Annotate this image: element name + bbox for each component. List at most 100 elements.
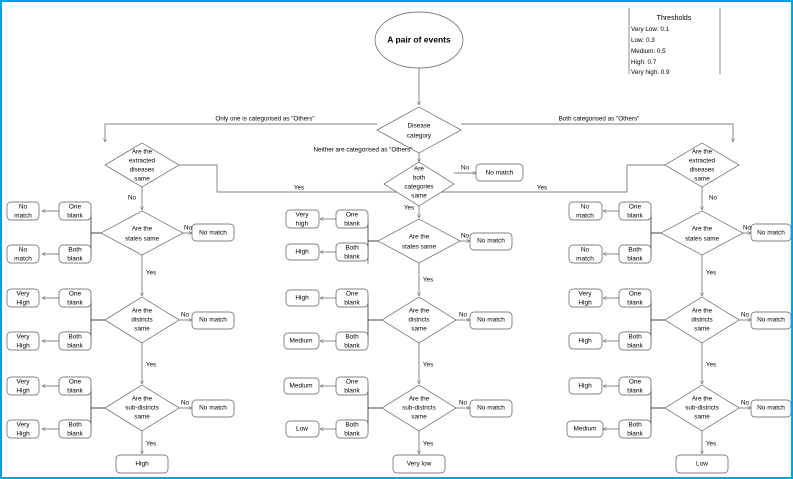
svg-text:No: No <box>461 233 470 240</box>
edge-label-right-no: No <box>709 195 718 202</box>
svg-text:districts: districts <box>408 317 429 324</box>
svg-text:High: High <box>16 343 30 350</box>
svg-text:Very: Very <box>16 379 30 386</box>
svg-text:High: High <box>295 295 309 302</box>
svg-text:extracted: extracted <box>689 158 715 165</box>
edge-label-neither-others: Neither are categorised as "Others" <box>314 147 413 154</box>
svg-text:Both: Both <box>628 422 642 429</box>
svg-text:One: One <box>346 379 359 386</box>
svg-text:High: High <box>578 300 592 307</box>
edge-left-yes <box>179 164 419 193</box>
svg-text:sub-districts: sub-districts <box>125 405 159 412</box>
svg-text:No: No <box>459 312 468 319</box>
svg-text:No match: No match <box>757 230 785 237</box>
threshold-low: Low: 0.3 <box>631 37 655 44</box>
svg-text:Both: Both <box>68 422 82 429</box>
svg-text:Both: Both <box>628 247 642 254</box>
svg-text:Both: Both <box>628 334 642 341</box>
svg-text:Low: Low <box>696 461 708 468</box>
svg-text:Are the: Are the <box>409 308 430 315</box>
svg-text:blank: blank <box>344 221 360 228</box>
box-right-subdistricts-both-blank: Both blank <box>618 419 652 439</box>
svg-text:One: One <box>629 204 642 211</box>
svg-text:Yes: Yes <box>423 277 433 284</box>
box-middle-districts-both-blank: Both blank <box>335 331 369 351</box>
svg-text:sub-districts: sub-districts <box>685 405 719 412</box>
box-left-states-both-blank: Both blank <box>58 244 92 264</box>
box-right-states-no-match: No match <box>750 223 791 242</box>
box-middle-states-one-blank-result: Very high <box>285 209 320 229</box>
box-left-states-one-blank-result: No match <box>6 201 40 221</box>
svg-text:No: No <box>181 400 190 407</box>
box-middle-subdistricts-no-match: No match <box>469 399 513 418</box>
svg-text:No: No <box>459 400 468 407</box>
svg-text:blank: blank <box>344 431 360 438</box>
box-right-final-result: Low <box>675 454 729 474</box>
box-right-states-one-blank-result: No match <box>568 201 603 221</box>
decision-left-districts-same: Are the districts same <box>104 296 180 344</box>
svg-text:Are the: Are the <box>132 226 153 233</box>
svg-text:High: High <box>16 431 30 438</box>
thresholds-legend: Thresholds Very Low: 0.1 Low: 0.3 Medium… <box>628 8 721 76</box>
box-right-subdistricts-one-blank: One blank <box>618 376 652 396</box>
decision-left-states-same: Are the states same <box>100 210 184 256</box>
svg-text:No match: No match <box>757 405 785 412</box>
svg-text:blank: blank <box>627 213 643 220</box>
svg-text:One: One <box>69 204 82 211</box>
svg-text:Are the: Are the <box>409 396 430 403</box>
svg-text:Very: Very <box>16 334 30 341</box>
box-middle-final-result: Very low <box>392 454 446 474</box>
svg-text:No: No <box>741 312 750 319</box>
svg-text:One: One <box>629 379 642 386</box>
box-left-subdistricts-one-blank: One blank <box>58 376 92 396</box>
threshold-high: High: 0.7 <box>631 59 657 66</box>
svg-text:No match: No match <box>477 317 505 324</box>
svg-text:One: One <box>629 291 642 298</box>
svg-text:High: High <box>135 461 149 468</box>
box-right-districts-both-blank-result: High <box>568 332 603 350</box>
svg-text:match: match <box>14 213 32 220</box>
svg-text:Very: Very <box>578 291 592 298</box>
box-middle-districts-no-match: No match <box>469 311 513 330</box>
decision-disease-category-line1: Disease <box>408 123 431 130</box>
svg-text:match: match <box>14 256 32 263</box>
svg-text:High: High <box>578 383 592 390</box>
svg-text:blank: blank <box>344 254 360 261</box>
svg-text:Yes: Yes <box>146 441 156 448</box>
svg-text:No: No <box>581 204 590 211</box>
box-middle-states-both-blank: Both blank <box>335 242 369 262</box>
svg-text:match: match <box>576 213 594 220</box>
box-left-districts-both-blank: Both blank <box>58 331 92 351</box>
svg-text:One: One <box>346 212 359 219</box>
svg-text:Both: Both <box>345 422 359 429</box>
svg-text:Yes: Yes <box>706 362 716 369</box>
svg-text:Are the: Are the <box>692 226 713 233</box>
box-left-districts-one-blank: One blank <box>58 288 92 308</box>
svg-text:Are the: Are the <box>132 308 153 315</box>
edge-right-yes <box>419 164 665 193</box>
svg-text:One: One <box>69 379 82 386</box>
svg-text:blank: blank <box>67 431 83 438</box>
box-left-states-both-blank-result: No match <box>6 244 40 264</box>
box-right-districts-no-match: No match <box>750 311 791 330</box>
svg-text:extracted: extracted <box>129 158 155 165</box>
svg-text:states same: states same <box>125 236 159 243</box>
edge-label-both-cat-no: No <box>461 165 470 172</box>
edge-disease-to-right <box>461 123 733 142</box>
edge-disease-to-left <box>105 123 377 142</box>
box-right-districts-one-blank-result: Very High <box>568 288 603 308</box>
svg-text:diseases: diseases <box>130 167 155 174</box>
svg-text:blank: blank <box>627 256 643 263</box>
box-left-states-one-blank: One blank <box>58 201 92 221</box>
svg-text:categories: categories <box>404 184 433 191</box>
svg-text:blank: blank <box>344 300 360 307</box>
svg-text:blank: blank <box>627 300 643 307</box>
svg-text:No: No <box>743 225 752 232</box>
threshold-medium: Medium: 0.5 <box>631 48 666 55</box>
svg-text:Low: Low <box>296 426 308 433</box>
edge-label-right-yes: Yes <box>537 185 547 192</box>
svg-text:sub-districts: sub-districts <box>402 405 436 412</box>
decision-right-districts-same: Are the districts same <box>664 296 740 344</box>
svg-text:same: same <box>694 414 710 421</box>
svg-text:Are the: Are the <box>692 396 713 403</box>
